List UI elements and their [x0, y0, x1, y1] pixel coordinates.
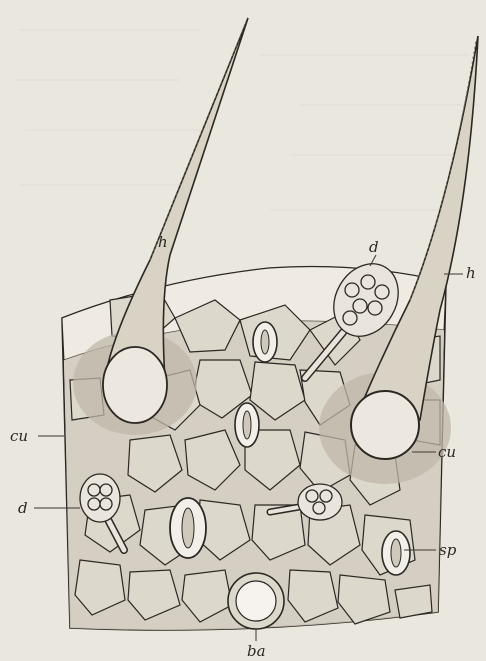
label-ba: ba	[247, 642, 266, 660]
stoma-right	[382, 531, 410, 575]
stoma-upper	[253, 322, 277, 362]
hair-base-scar	[228, 573, 284, 629]
label-d-left: d	[18, 499, 28, 517]
label-h-left: h	[158, 233, 168, 251]
label-cu-right: cu	[438, 443, 456, 461]
label-cu-left: cu	[10, 427, 28, 445]
label-h-right: h	[466, 264, 476, 282]
label-sp: sp	[439, 541, 457, 559]
stoma-center	[235, 403, 259, 447]
stoma-lower	[170, 498, 206, 558]
label-d-top: d	[369, 238, 379, 256]
